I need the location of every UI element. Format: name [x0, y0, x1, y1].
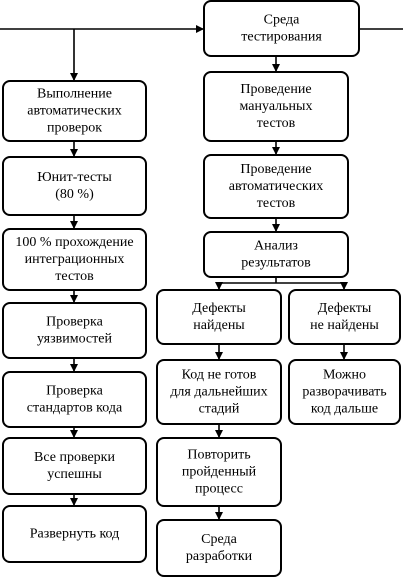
node-auto-tests: Проведение автоматических тестов [203, 154, 349, 219]
node-box [156, 359, 282, 425]
node-test-env: Среда тестирования [203, 0, 360, 57]
node-label-line: Среда [201, 532, 237, 547]
node-label-line: Развернуть код [30, 527, 120, 542]
node-label-line: Повторить [187, 448, 250, 463]
node-box [2, 505, 147, 563]
node-box [2, 437, 147, 495]
node-box [156, 519, 282, 577]
node-box [288, 359, 401, 425]
node-defects-found: Дефекты найдены [156, 289, 282, 345]
node-label-line: (80 %) [55, 187, 94, 202]
node-box [203, 154, 349, 219]
node-label-line: Проведение [240, 162, 311, 177]
node-label-line: интеграционных [25, 252, 125, 267]
node-manual-tests: Проведение мануальных тестов [203, 71, 349, 142]
node-repeat: Повторить пройденный процесс [156, 437, 282, 507]
node-label-line: Среда [264, 13, 300, 28]
node-box [2, 80, 147, 142]
node-box [288, 289, 401, 345]
node-vuln: Проверка уязвимостей [2, 302, 147, 359]
node-label-line: разработки [186, 549, 253, 564]
node-label-line: процесс [195, 482, 243, 497]
node-label-line: автоматических [229, 179, 323, 194]
node-code-std: Проверка стандартов кода [2, 371, 147, 428]
node-label-line: Выполнение [37, 87, 112, 102]
node-box [156, 289, 282, 345]
node-analysis: Анализ результатов [203, 231, 349, 278]
node-label-line: Дефекты [192, 301, 246, 316]
node-label-line: результатов [241, 256, 311, 271]
node-label-line: Можно [323, 368, 366, 383]
node-label-line: Код не готов [182, 368, 257, 383]
node-label-line: не найдены [310, 318, 379, 333]
node-box [2, 371, 147, 428]
node-box [203, 0, 360, 57]
node-label-line: 100 % прохождение [15, 235, 133, 250]
node-label-line: автоматических [27, 104, 121, 119]
node-defects-none: Дефекты не найдены [288, 289, 401, 345]
node-label-line: мануальных [240, 99, 313, 114]
node-integration: 100 % прохождение интеграционных тестов [2, 228, 147, 291]
node-box [2, 302, 147, 359]
node-label-line: проверок [47, 121, 102, 136]
node-label-line: Все проверки [34, 450, 115, 465]
node-can-deploy: Можно разворачивать код дальше [288, 359, 401, 425]
node-all-passed: Все проверки успешны [2, 437, 147, 495]
node-label-line: тестов [257, 116, 296, 131]
node-label-line: стандартов кода [27, 401, 123, 416]
node-label-line: для дальнейших [170, 385, 267, 400]
node-label-line: тестирования [241, 30, 322, 45]
node-dev-env: Среда разработки [156, 519, 282, 577]
node-label-line: успешны [47, 467, 102, 482]
node-box [203, 231, 349, 278]
node-label-line: уязвимостей [37, 332, 112, 347]
node-label-line: Дефекты [318, 301, 372, 316]
node-label-line: код дальше [311, 402, 378, 417]
node-box [156, 437, 282, 507]
node-label-line: Юнит-тесты [37, 170, 112, 185]
node-unit-tests: Юнит-тесты (80 %) [2, 156, 147, 216]
node-box [2, 156, 147, 216]
node-label-line: Проведение [240, 82, 311, 97]
node-label-line: Проверка [46, 315, 103, 330]
node-box [203, 71, 349, 142]
node-label-line: стадий [199, 402, 240, 417]
node-label-line: разворачивать [302, 385, 386, 400]
node-not-ready: Код не готов для дальнейших стадий [156, 359, 282, 425]
node-box [2, 228, 147, 291]
node-label-line: пройденный [182, 465, 257, 480]
node-label-line: Проверка [46, 384, 103, 399]
node-label-line: Анализ [254, 239, 298, 254]
node-auto-checks: Выполнение автоматических проверок [2, 80, 147, 142]
node-deploy: Развернуть код [2, 505, 147, 563]
node-label-line: тестов [55, 269, 94, 284]
node-label-line: найдены [193, 318, 245, 333]
node-label-line: тестов [257, 196, 296, 211]
